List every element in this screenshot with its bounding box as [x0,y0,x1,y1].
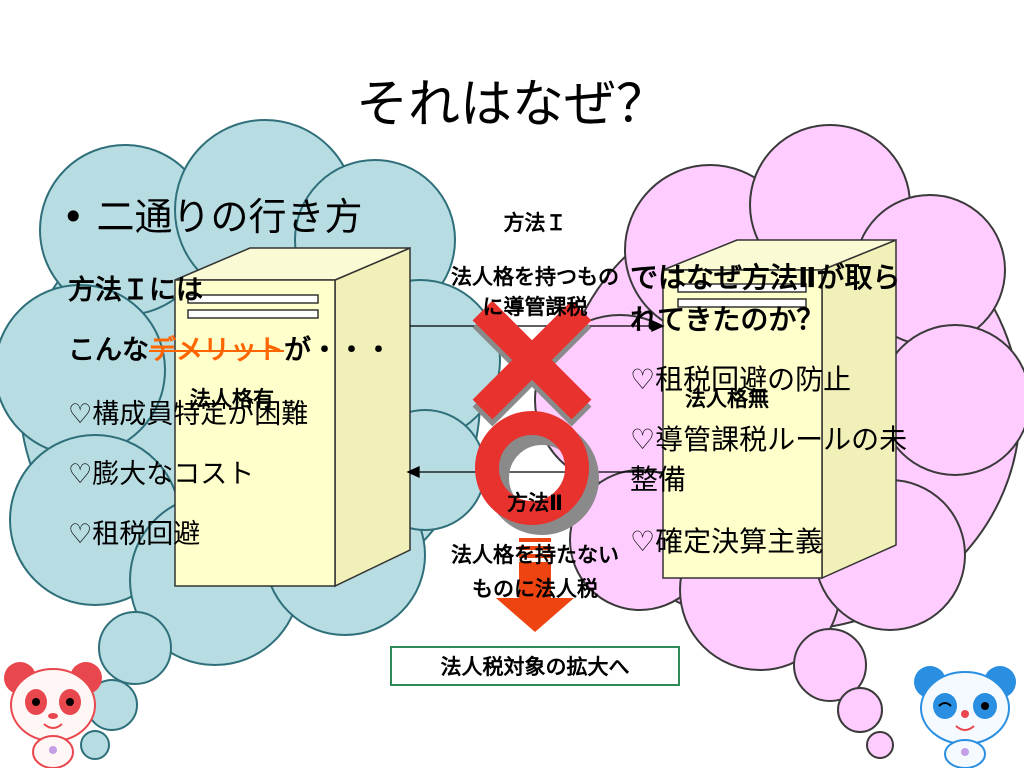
left-cloud-line2-pre: こんな [68,335,149,366]
panda-mascot-left-icon [4,662,102,768]
slide-title: それはなぜ？ [355,75,668,135]
bullet-item: • 二通りの行き方 [62,186,363,241]
method1-desc-1: 法人格を持つもの [451,265,619,289]
right-cloud-item-2-cont: 整備 [630,463,687,496]
connector-arrows [406,319,665,479]
method2-title: 方法Ⅱ [507,491,563,515]
method2-desc-2: ものに法人税 [472,577,598,601]
right-cloud-item-3: ♡確定決算主義 [630,525,824,558]
cross-mark-icon [472,300,592,427]
bullet-dot: • [62,195,97,239]
method1-desc-2: に導管課税 [482,295,588,319]
left-cloud-item-1: ♡構成員特定が困難 [68,399,309,430]
left-cloud-line1: 方法Ｉには [68,275,203,306]
circle-mark-icon [475,411,599,535]
right-cloud-item-2: ♡導管課税ルールの未 [630,423,908,456]
right-cloud-item-1: ♡租税回避の防止 [630,363,852,396]
panda-mascot-right-icon [914,666,1016,768]
right-question-2: れてきたのか？ [630,303,825,336]
left-cloud-item-2: ♡膨大なコスト [68,459,255,490]
down-arrow-icon [496,538,574,632]
result-box: 法人税対象の拡大へ [390,646,680,686]
left-building [174,246,411,588]
method2-desc-1: 法人格を持たない [451,543,619,567]
right-building-label: 法人格無 [685,387,769,411]
left-cloud-line2: こんなデメリットが・・・ [68,328,392,367]
right-question-1: ではなぜ方法Ⅱが取ら [630,261,901,294]
bullet-text: 二通りの行き方 [96,195,363,239]
left-building-label: 法人格有 [190,387,274,411]
method1-title: 方法Ｉ [503,211,567,235]
left-cloud-item-3: ♡租税回避 [68,519,201,550]
right-building [662,238,897,580]
demerit-highlight: デメリット [149,335,284,366]
left-cloud-line2-post: が・・・ [284,335,392,366]
